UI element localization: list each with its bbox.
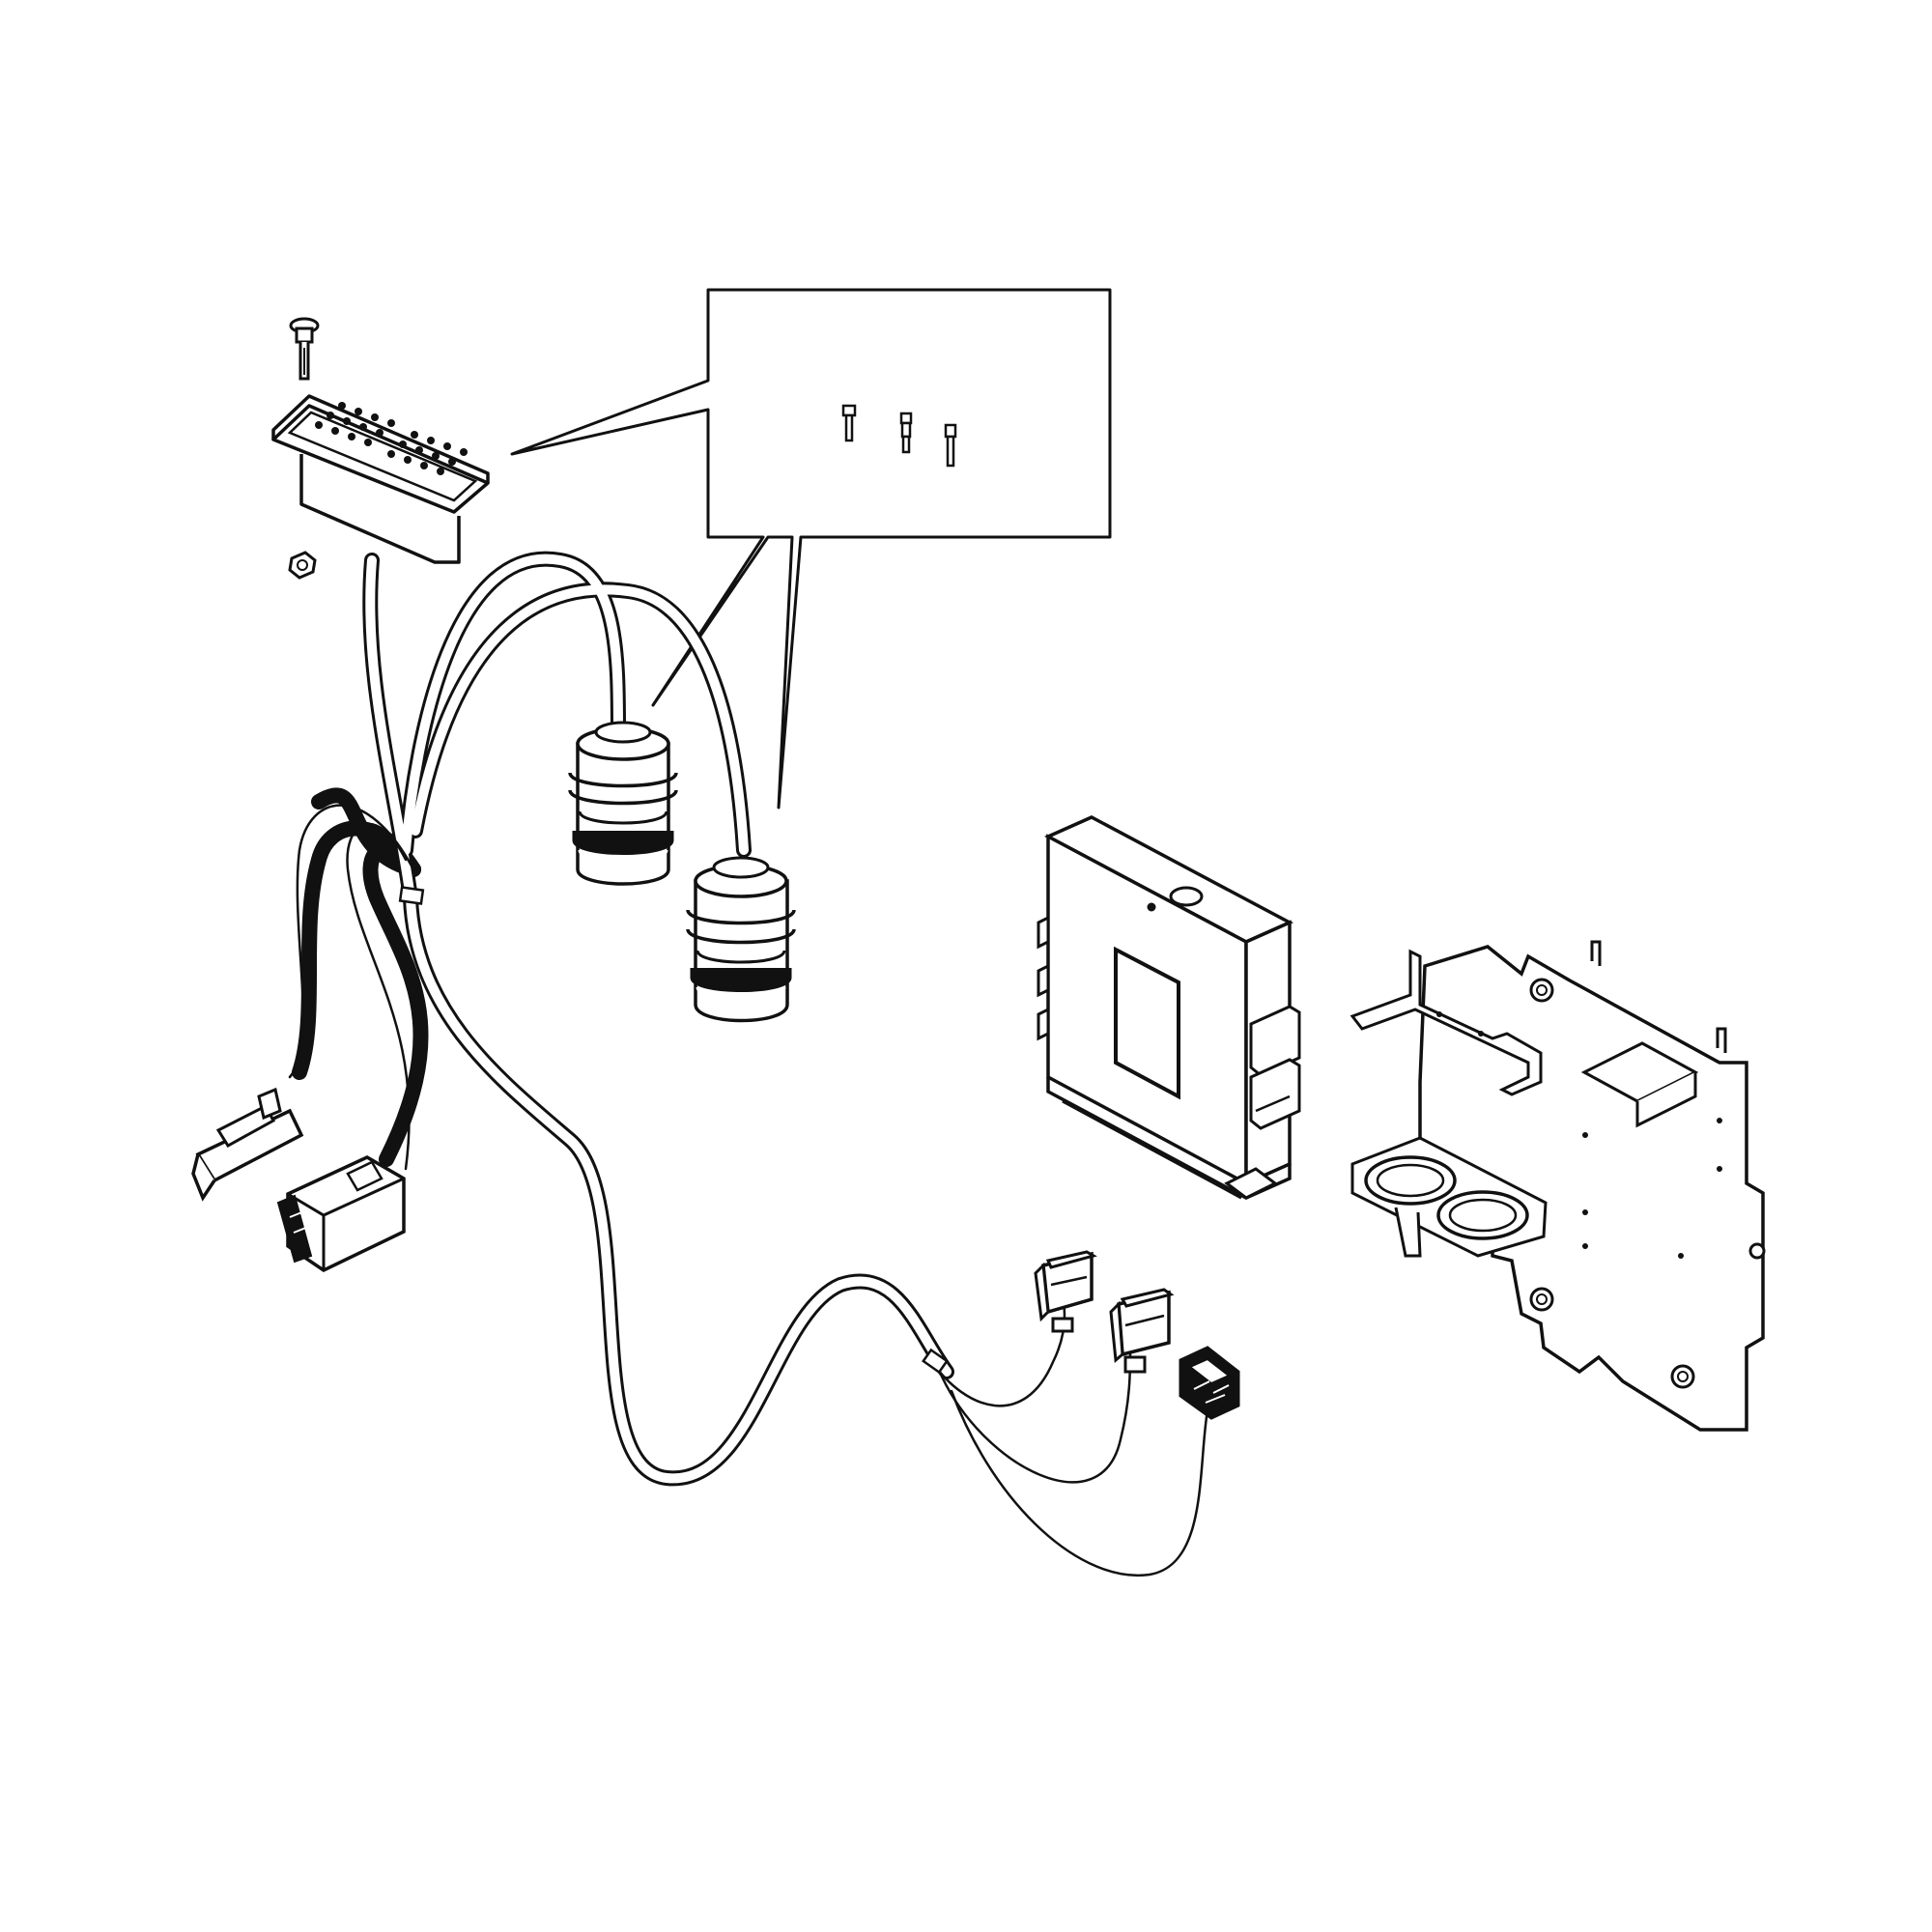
nut-icon — [290, 553, 315, 578]
round-plug-1 — [570, 723, 676, 884]
harness-plug-a — [1036, 1252, 1094, 1331]
terminal-pins-icon — [843, 406, 955, 466]
harness-plug-b — [1111, 1290, 1171, 1372]
control-unit-icon — [1038, 817, 1299, 1198]
round-connector-icon — [570, 723, 676, 884]
plug-connector-icon — [193, 1090, 301, 1198]
round-plug-2 — [688, 858, 794, 1021]
round-connector-icon — [688, 858, 794, 1021]
plug-connector-icon — [278, 1157, 404, 1270]
harness-plug-c — [1180, 1348, 1238, 1418]
harness-cables — [290, 559, 1208, 1576]
header-connector — [273, 319, 488, 578]
plug-connector-icon — [1111, 1290, 1171, 1372]
plug-small-right — [278, 1157, 404, 1270]
ecu-module — [1038, 817, 1299, 1198]
plug-connector-icon — [1036, 1252, 1094, 1331]
screw-icon — [291, 319, 318, 379]
connector-pins — [315, 402, 468, 475]
mounting-bracket — [1352, 942, 1764, 1430]
bracket-plate-icon — [1352, 942, 1764, 1430]
plug-connector-icon — [1180, 1348, 1238, 1418]
plug-small-left — [193, 1090, 301, 1198]
callout-box — [512, 290, 1110, 808]
